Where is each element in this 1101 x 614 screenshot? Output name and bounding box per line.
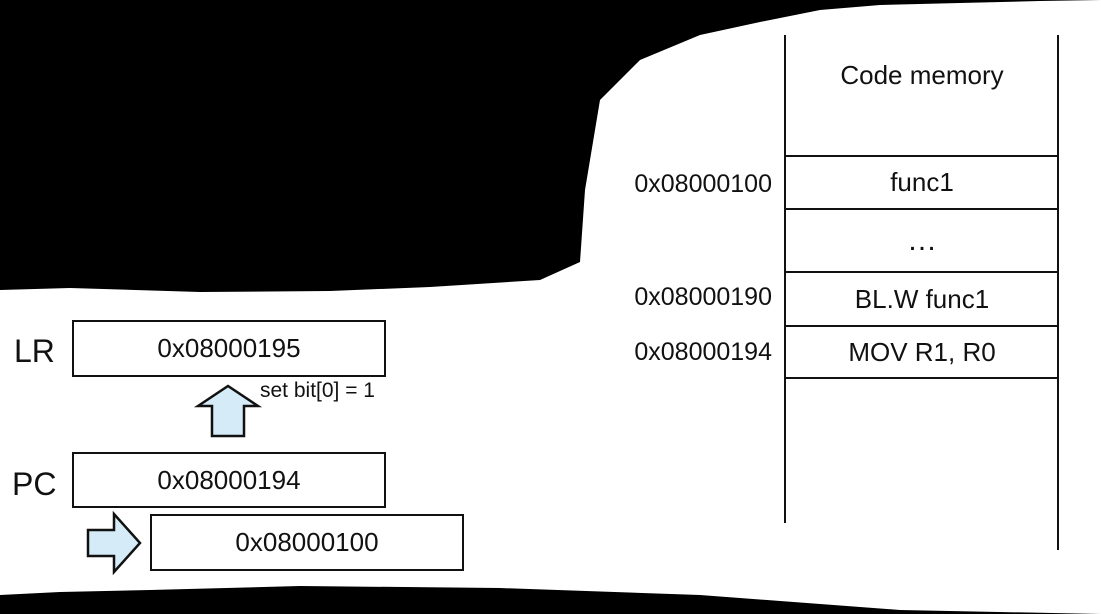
memory-divider — [786, 271, 1058, 273]
lr-value: 0x08000195 — [157, 333, 301, 363]
memory-divider — [786, 155, 1058, 157]
memory-row-content: MOV R1, R0 — [848, 336, 996, 367]
pc-register-box: 0x08000194 — [72, 452, 386, 508]
memory-title: Code memory — [786, 55, 1058, 95]
memory-title-text: Code memory — [840, 59, 1004, 90]
memory-address: 0x08000190 — [634, 283, 772, 311]
memory-divider — [786, 208, 1058, 210]
pc-next-value: 0x08000100 — [235, 527, 379, 557]
up-arrow-icon — [193, 384, 263, 438]
memory-divider — [786, 325, 1058, 327]
memory-right-border — [1057, 35, 1059, 550]
memory-divider — [786, 377, 1058, 379]
memory-row-ellipsis: … — [907, 223, 937, 257]
lr-label: LR — [14, 333, 55, 369]
memory-row: … — [786, 210, 1058, 271]
memory-row: MOV R1, R0 — [786, 327, 1058, 377]
pc-label: PC — [12, 466, 57, 502]
memory-address: 0x08000194 — [634, 338, 772, 366]
memory-row: BL.W func1 — [786, 273, 1058, 325]
memory-row-content: func1 — [890, 167, 954, 197]
right-arrow-icon — [86, 510, 142, 576]
memory-left-border — [784, 35, 786, 523]
memory-row-content: BL.W func1 — [854, 283, 990, 314]
set-bit-note: set bit[0] = 1 — [260, 379, 375, 402]
lr-register-box: 0x08000195 — [72, 320, 386, 377]
memory-address: 0x08000100 — [634, 170, 772, 198]
pc-next-box: 0x08000100 — [150, 514, 464, 571]
memory-row: func1 — [786, 157, 1058, 208]
pc-value: 0x08000194 — [157, 464, 301, 495]
